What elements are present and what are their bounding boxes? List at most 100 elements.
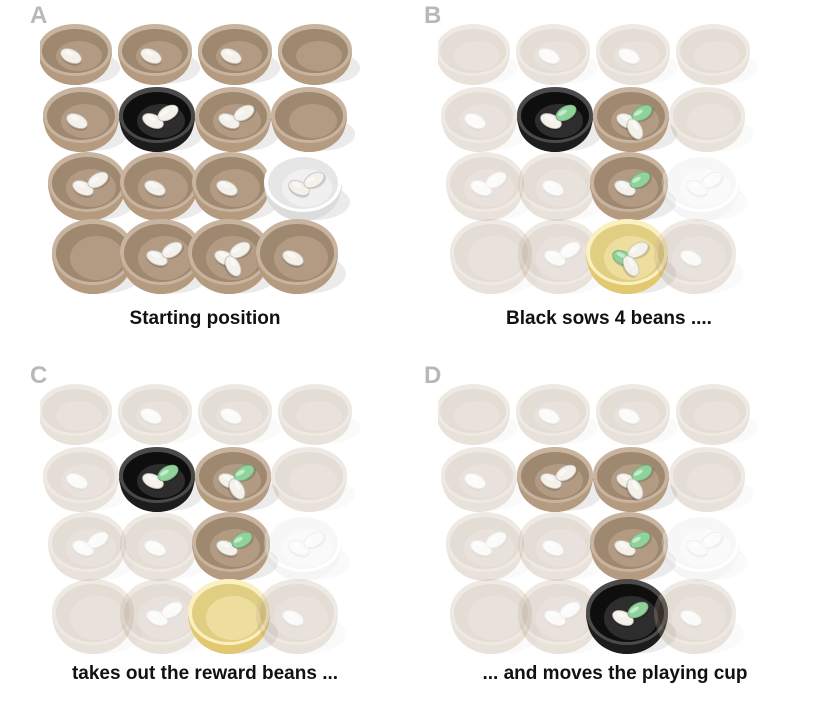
brown-cup (278, 24, 361, 85)
panel-a: A Starting position (0, 0, 410, 359)
white-bean (146, 610, 168, 628)
white-bean (485, 171, 508, 190)
white-bean (161, 601, 184, 620)
brown-cup (516, 384, 590, 445)
white-bean (542, 180, 564, 198)
cup-board (40, 4, 410, 294)
brown-cup (118, 384, 192, 445)
brown-cup (195, 87, 280, 152)
brown-cup (593, 447, 678, 512)
brown-cup (441, 447, 517, 512)
panel-letter: B (424, 2, 442, 29)
white-bean (625, 118, 644, 141)
white-bean (625, 478, 644, 501)
black-cup (119, 447, 204, 512)
white-bean (66, 113, 88, 131)
brown-cup (43, 447, 119, 512)
white-bean (140, 48, 162, 66)
brown-cup (120, 152, 207, 221)
panel-caption: takes out the reward beans ... (71, 663, 339, 684)
brown-cup (120, 512, 198, 581)
brown-cup (256, 579, 338, 654)
brown-cup (590, 152, 677, 221)
board-drawing (40, 384, 352, 654)
brown-cup (118, 24, 201, 85)
brown-cup (192, 512, 279, 581)
panel-letter: C (30, 362, 48, 389)
brown-cup (593, 87, 678, 152)
brown-cup (256, 219, 346, 294)
panel-d: D ... and moves the playing cup (410, 360, 820, 719)
brown-cup (120, 579, 202, 654)
white-bean (464, 473, 486, 491)
panel-caption: Starting position (129, 308, 281, 329)
brown-cup (438, 24, 510, 85)
brown-cup (669, 447, 745, 512)
brown-cup (192, 152, 279, 221)
white-bean (157, 104, 180, 123)
white-bean (144, 540, 166, 558)
brown-cup (446, 512, 524, 581)
brown-cup (676, 24, 750, 85)
white-bean (485, 531, 508, 550)
white-bean (542, 540, 564, 558)
green-bean (631, 464, 654, 483)
white-bean (60, 48, 82, 66)
white-bean (144, 180, 166, 198)
brown-cup (596, 384, 670, 445)
black-cup (119, 87, 204, 152)
white-bean (282, 610, 304, 628)
black-cup (586, 579, 676, 654)
white-bean (229, 241, 252, 260)
brown-cup (40, 24, 121, 85)
brown-cup (518, 219, 600, 294)
white-bean (87, 531, 110, 550)
brown-cup (120, 219, 210, 294)
cup-board (438, 4, 808, 294)
brown-cup (590, 512, 677, 581)
white-cup (264, 512, 342, 581)
white-bean (140, 408, 162, 426)
white-bean (538, 408, 560, 426)
white-bean (464, 113, 486, 131)
white-bean (72, 540, 94, 558)
white-bean (627, 241, 650, 260)
brown-cup (450, 579, 532, 654)
green-bean (231, 531, 254, 550)
white-bean (559, 241, 582, 260)
white-bean (303, 171, 326, 190)
white-bean (544, 250, 566, 268)
white-bean (282, 250, 304, 268)
brown-cup (195, 447, 280, 512)
panel-letter: D (424, 362, 442, 389)
white-bean (686, 540, 708, 558)
brown-cup (198, 24, 281, 85)
brown-cup (654, 579, 736, 654)
brown-cup (40, 384, 112, 445)
brown-cup (676, 384, 750, 445)
white-bean (216, 540, 238, 558)
white-bean (618, 408, 640, 426)
white-bean (559, 601, 582, 620)
brown-cup (518, 579, 600, 654)
white-bean (470, 540, 492, 558)
brown-cup (654, 219, 736, 294)
white-bean (161, 241, 184, 260)
white-bean (618, 48, 640, 66)
green-bean (157, 464, 180, 483)
white-bean (66, 473, 88, 491)
green-bean (631, 104, 654, 123)
white-bean (544, 610, 566, 628)
yellow-cup (586, 219, 676, 294)
panel-b: B Black sows 4 beans .... (410, 0, 820, 359)
board-drawing (40, 24, 361, 294)
white-cup (662, 152, 740, 221)
brown-cup (438, 384, 510, 445)
brown-cup (518, 512, 596, 581)
white-bean (223, 255, 242, 278)
yellow-cup (188, 579, 278, 654)
brown-cup (52, 219, 142, 294)
white-bean (701, 531, 724, 550)
white-bean (686, 180, 708, 198)
white-cup (662, 512, 740, 581)
